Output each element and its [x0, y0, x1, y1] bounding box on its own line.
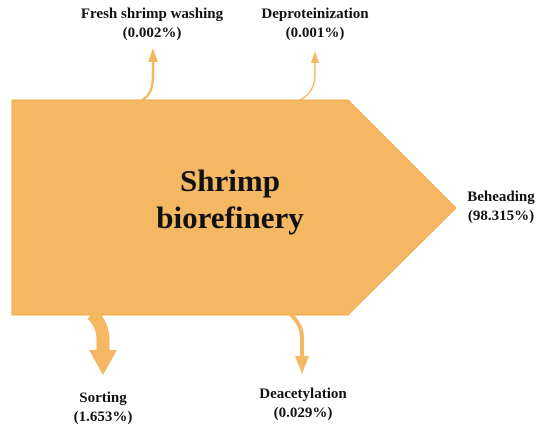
arrowhead-deacetylation [295, 356, 309, 374]
label-fresh-shrimp-washing: Fresh shrimp washing (0.002%) [62, 5, 242, 43]
main-flow-arrow-beheading [11, 99, 457, 316]
label-name: Deproteinization [261, 6, 369, 22]
label-deproteinization: Deproteinization (0.001%) [247, 5, 383, 43]
arrowhead-fresh-shrimp-washing [148, 48, 158, 62]
label-deacetylation: Deacetylation (0.029%) [250, 385, 356, 423]
label-value: (0.002%) [122, 25, 182, 41]
label-value: (0.001%) [285, 25, 345, 41]
center-title-line2: biorefinery [156, 200, 304, 235]
label-name: Sorting [79, 390, 127, 406]
flow-deproteinization [299, 62, 316, 101]
flow-deacetylation [288, 312, 304, 356]
label-value: (1.653%) [73, 409, 133, 425]
arrowhead-sorting [89, 350, 117, 375]
label-beheading: Beheading (98.315%) [455, 188, 547, 226]
center-title: Shrimp biorefinery [100, 162, 360, 236]
label-name: Beheading [467, 189, 535, 205]
center-title-line1: Shrimp [180, 163, 280, 198]
label-name: Deacetylation [259, 386, 347, 402]
flow-fresh-shrimp-washing [141, 60, 155, 102]
label-value: (98.315%) [467, 208, 535, 224]
label-name: Fresh shrimp washing [80, 6, 224, 22]
label-value: (0.029%) [273, 405, 333, 421]
flow-sorting [87, 309, 110, 350]
arrowhead-deproteinization [311, 51, 319, 63]
label-sorting: Sorting (1.653%) [60, 389, 146, 427]
